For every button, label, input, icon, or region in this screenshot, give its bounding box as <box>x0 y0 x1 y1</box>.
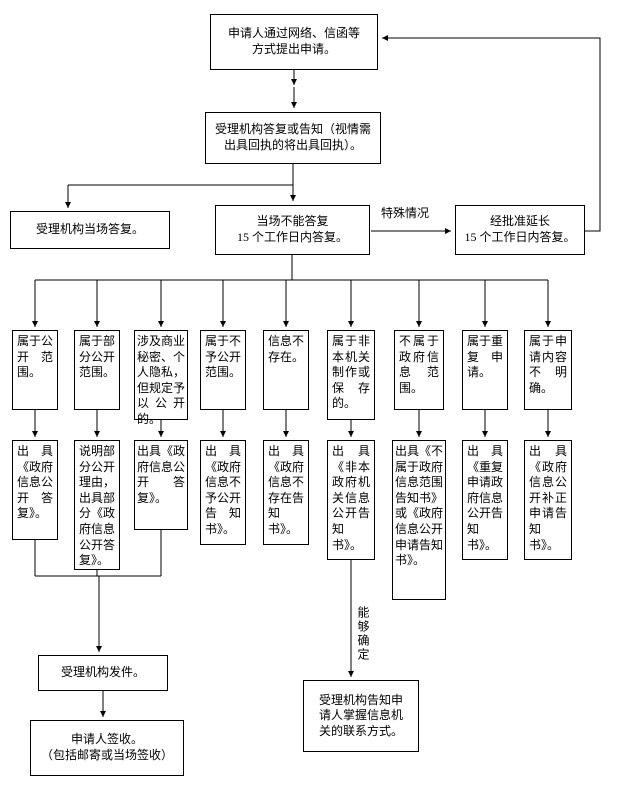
node-cond-unclear: 属于申请内容不明确。 <box>524 330 572 410</box>
node-out-not-exist: 出具《政府信息不存在告知书》。 <box>263 440 309 545</box>
node-cond-partial: 属于部分公开范围。 <box>74 330 120 410</box>
label-special-case: 特殊情况 <box>381 206 430 220</box>
node-notify: 受理机构答复或告知（视情需 出具回执的将出具回执）。 <box>205 112 381 164</box>
node-cond-not-public: 属于不予公开范围。 <box>200 330 246 410</box>
node-out-partial: 说明部分公开理由，出具部分《政府信息公开答复》。 <box>74 440 120 570</box>
node-out-not-public: 出具《政府信息不予公开告知书》。 <box>200 440 246 545</box>
node-out-repeat: 出具《重复申请政府信息公开告知书》。 <box>462 440 508 560</box>
label-can-determine: 能够确定 <box>356 606 370 662</box>
node-sign: 申请人签收。 （包括邮寄或当场签收） <box>30 720 184 776</box>
node-send: 受理机构发件。 <box>38 655 168 691</box>
node-out-not-made: 出具《非本政府机关信息公开告知书》。 <box>327 440 375 560</box>
node-out-unclear: 出具《政府信息公开补正申请告知书》。 <box>524 440 572 560</box>
node-out-secret: 出具《政府信息公开答复》。 <box>134 440 188 530</box>
node-cond-repeat: 属于重复申请。 <box>462 330 508 410</box>
node-onsite-reply: 受理机构当场答复。 <box>10 211 170 249</box>
node-cond-not-exist: 信息不存在。 <box>263 330 309 410</box>
node-cond-not-made: 属于非本机关制作或保存的。 <box>327 330 375 420</box>
node-cond-not-gov: 不属于政府信息范围。 <box>394 330 444 410</box>
node-cond-secret: 涉及商业秘密、个人隐私，但规定予以公开的。 <box>134 330 188 426</box>
node-cond-public: 属于公开范围。 <box>12 330 58 410</box>
node-apply: 申请人通过网络、信函等 方式提出申请。 <box>210 14 378 70</box>
node-extended-reply: 经批准延长 15 个工作日内答复。 <box>455 205 585 255</box>
node-out-not-gov: 出具《不属于政府信息范围告知书》或《政府信息公开申请告知书》。 <box>392 440 446 600</box>
node-cannot-reply: 当场不能答复 15 个工作日内答复。 <box>215 205 370 255</box>
node-contact: 受理机构告知申 请人掌握信息机 关的联系方式。 <box>303 680 419 752</box>
node-out-public: 出具《政府信息公开答复》。 <box>12 440 58 540</box>
